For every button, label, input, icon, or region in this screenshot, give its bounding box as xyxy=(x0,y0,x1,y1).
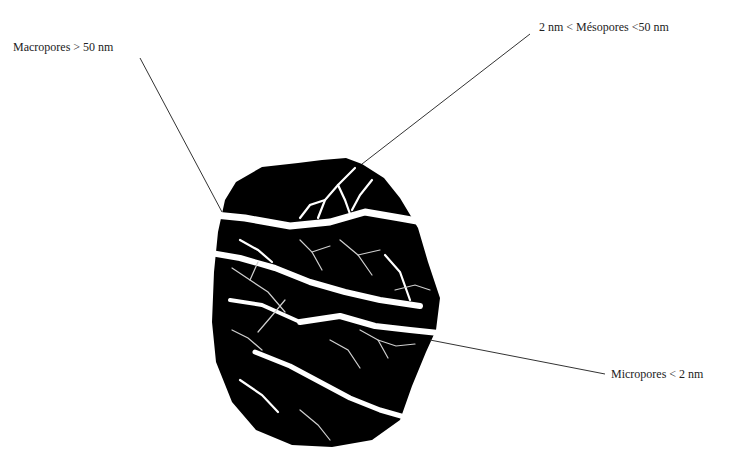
micropore-cracks xyxy=(232,240,430,440)
leader-lines xyxy=(140,34,605,374)
pore-label: 2 nm < Mésopores <50 nm xyxy=(538,20,670,34)
pore-label: Macropores > 50 nm xyxy=(12,40,114,54)
macropore-cracks xyxy=(205,212,448,418)
leader-line xyxy=(430,340,605,374)
pore-label: Micropores < 2 nm xyxy=(610,367,704,381)
leader-line xyxy=(140,58,222,212)
leader-line xyxy=(362,34,530,164)
